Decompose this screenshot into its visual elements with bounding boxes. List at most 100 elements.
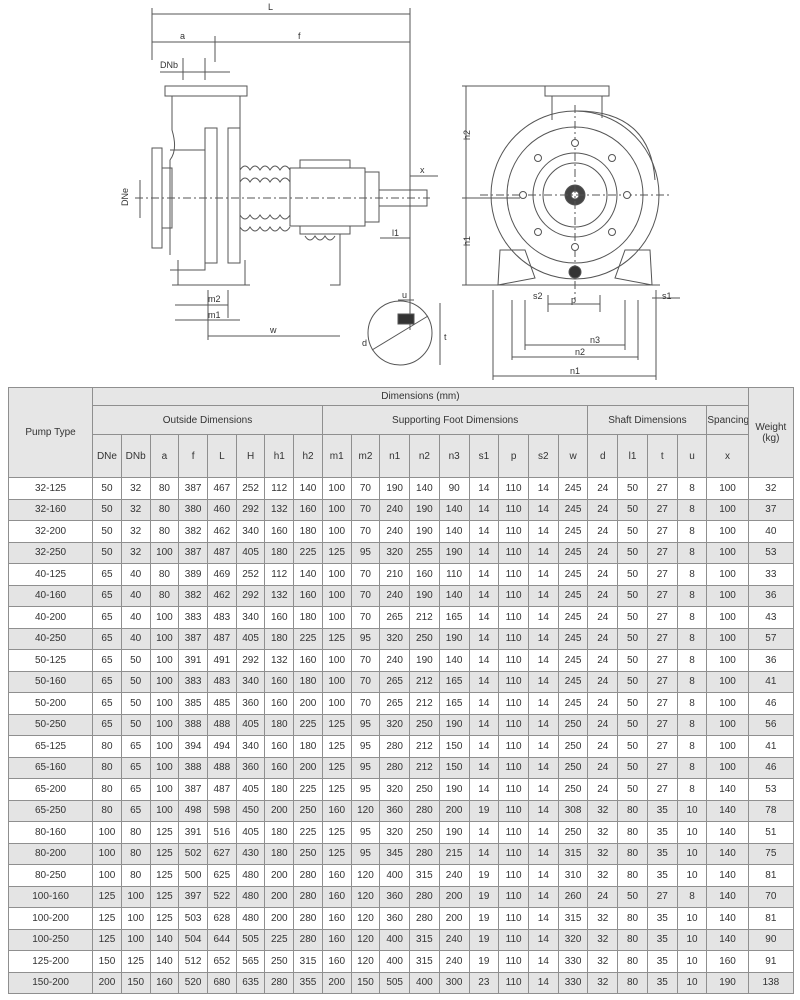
column-header: n1 [379, 434, 411, 478]
table-cell: 70 [350, 584, 381, 607]
table-cell: 65 [92, 563, 122, 586]
table-cell: 24 [587, 627, 619, 650]
table-cell: 388 [178, 756, 208, 779]
table-cell: 160 [264, 692, 295, 715]
pump-dimension-table: Pump Type Dimensions (mm) Weight (kg) Ou… [7, 387, 795, 994]
table-cell: 27 [646, 885, 678, 908]
table-cell: 80 [617, 971, 648, 994]
table-cell: 110 [498, 584, 529, 607]
table-cell: 10 [676, 907, 708, 930]
table-cell: 27 [646, 692, 678, 715]
table-cell: 14 [527, 584, 559, 607]
pump-type-cell: 32-200 [7, 520, 94, 543]
table-cell: 225 [293, 713, 323, 736]
table-cell: 160 [264, 606, 295, 629]
table-cell: 32 [747, 477, 795, 500]
table-cell: 32 [587, 842, 619, 865]
table-cell: 10 [676, 928, 708, 951]
table-cell: 35 [646, 907, 678, 930]
table-cell: 265 [379, 670, 411, 693]
table-cell: 110 [498, 928, 529, 951]
table-cell: 245 [557, 477, 589, 500]
table-cell: 8 [676, 541, 708, 564]
table-cell: 635 [235, 971, 266, 994]
table-cell: 385 [178, 692, 208, 715]
dim-label-n3: n3 [590, 335, 600, 345]
table-cell: 165 [438, 692, 470, 715]
table-cell: 14 [468, 498, 500, 521]
table-cell: 14 [527, 477, 559, 500]
table-cell: 32 [587, 864, 619, 887]
table-cell: 210 [379, 563, 411, 586]
table-cell: 8 [676, 670, 708, 693]
column-header: h2 [293, 434, 323, 478]
table-cell: 32 [120, 477, 151, 500]
table-cell: 394 [178, 735, 208, 758]
table-cell: 387 [178, 477, 208, 500]
table-cell: 382 [178, 520, 208, 543]
table-cell: 260 [557, 885, 589, 908]
column-header: f [178, 434, 208, 478]
table-cell: 100 [706, 735, 749, 758]
table-cell: 80 [120, 821, 151, 844]
table-cell: 190 [438, 778, 470, 801]
table-cell: 27 [646, 713, 678, 736]
table-cell: 280 [409, 885, 440, 908]
table-cell: 380 [178, 498, 208, 521]
table-cell: 35 [646, 842, 678, 865]
table-cell: 53 [747, 778, 795, 801]
table-cell: 487 [206, 627, 237, 650]
table-cell: 505 [235, 928, 266, 951]
table-cell: 483 [206, 606, 237, 629]
table-cell: 14 [468, 563, 500, 586]
table-cell: 345 [379, 842, 411, 865]
table-cell: 160 [264, 520, 295, 543]
table-cell: 35 [646, 950, 678, 973]
table-cell: 50 [120, 692, 151, 715]
table-cell: 388 [178, 713, 208, 736]
table-cell: 14 [468, 821, 500, 844]
table-cell: 100 [149, 692, 180, 715]
table-cell: 120 [350, 864, 381, 887]
table-cell: 80 [149, 584, 180, 607]
discharge-flange [164, 85, 248, 97]
table-cell: 505 [379, 971, 411, 994]
shaft [378, 189, 428, 207]
table-cell: 190 [409, 498, 440, 521]
table-cell: 100 [92, 864, 122, 887]
column-header: s1 [468, 434, 500, 478]
table-cell: 95 [350, 842, 381, 865]
table-cell: 252 [235, 563, 266, 586]
table-cell: 100 [706, 670, 749, 693]
header-spacing: Spancing [706, 405, 749, 435]
table-cell: 24 [587, 692, 619, 715]
table-cell: 40 [120, 584, 151, 607]
table-cell: 240 [379, 584, 411, 607]
table-cell: 110 [498, 498, 529, 521]
table-cell: 100 [149, 778, 180, 801]
table-cell: 14 [527, 842, 559, 865]
table-cell: 498 [178, 799, 208, 822]
table-cell: 245 [557, 649, 589, 672]
table-cell: 32 [587, 928, 619, 951]
table-cell: 125 [321, 842, 352, 865]
dim-label-a: a [180, 31, 185, 41]
table-cell: 125 [321, 627, 352, 650]
table-cell: 110 [498, 907, 529, 930]
table-cell: 50 [617, 498, 648, 521]
table-cell: 50 [617, 778, 648, 801]
table-cell: 125 [92, 928, 122, 951]
table-cell: 140 [409, 477, 440, 500]
table-cell: 43 [747, 606, 795, 629]
table-cell: 391 [178, 649, 208, 672]
table-cell: 14 [527, 907, 559, 930]
table-cell: 100 [321, 606, 352, 629]
table-cell: 100 [92, 821, 122, 844]
table-cell: 360 [379, 907, 411, 930]
table-cell: 40 [120, 627, 151, 650]
table-cell: 100 [706, 649, 749, 672]
table-cell: 140 [706, 778, 749, 801]
table-cell: 503 [178, 907, 208, 930]
